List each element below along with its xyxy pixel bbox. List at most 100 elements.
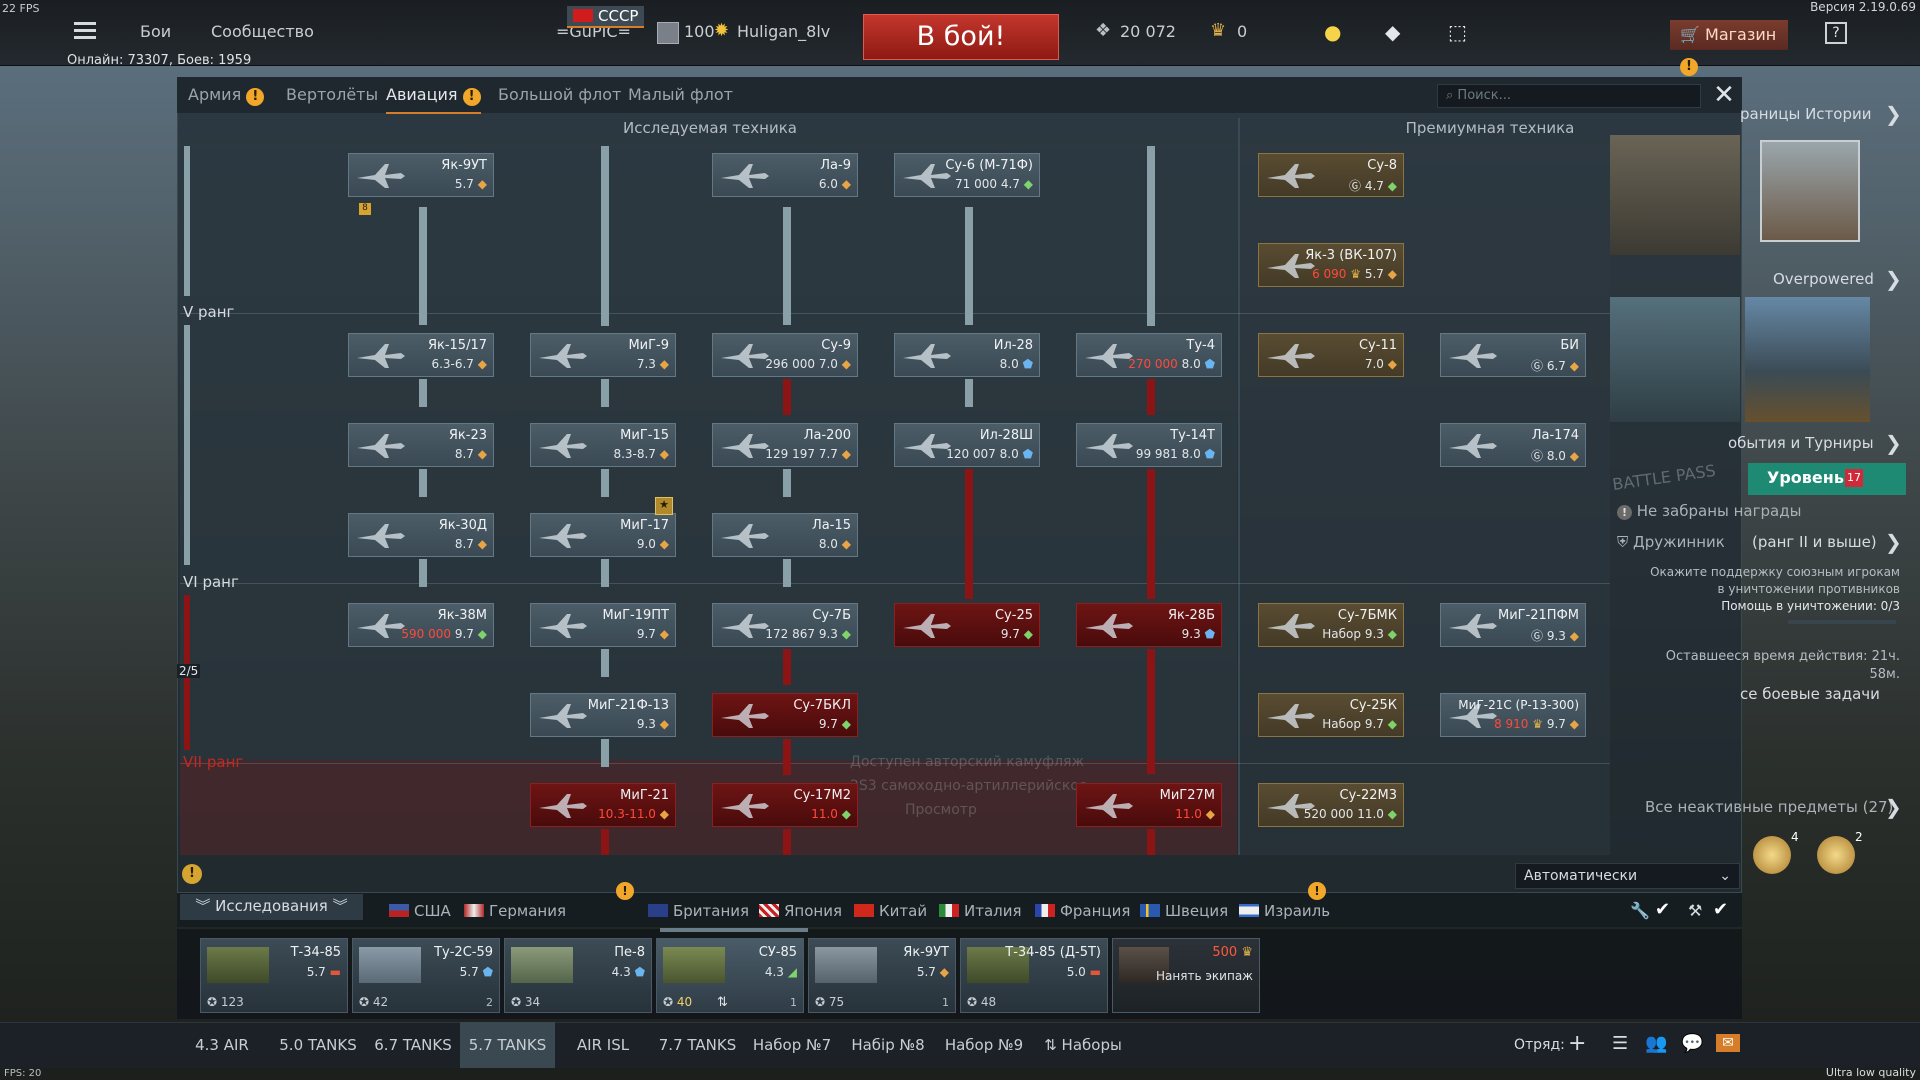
contacts-icon[interactable]: 👥	[1645, 1033, 1668, 1054]
repair-icon[interactable]: ⚒	[1688, 901, 1703, 920]
vehicle-card-il28sh[interactable]: Ил-28Ш 120 007 8.0 ⬟	[894, 423, 1040, 467]
community-menu[interactable]: Сообщество	[211, 22, 314, 41]
history-pages-link[interactable]: раницы Истории	[1740, 105, 1872, 123]
auto-select-dropdown[interactable]: Автоматически ⌄	[1515, 863, 1740, 889]
avatar[interactable]	[657, 22, 679, 44]
hire-crew-slot[interactable]: 500 ♛ Нанять экипаж	[1112, 938, 1260, 1013]
inactive-items-link[interactable]: Все неактивные предметы (27)	[1645, 798, 1894, 816]
checkmark-icon[interactable]: ✔	[1713, 899, 1729, 920]
vehicle-card-mig21f13[interactable]: МиГ-21Ф-13 9.3 ◆	[530, 693, 676, 737]
vehicle-card-mig27m[interactable]: МиГ27М 11.0 ◆	[1076, 783, 1222, 827]
nation-israel[interactable]: Израиль	[1239, 902, 1330, 920]
nation-usa[interactable]: США	[389, 902, 451, 920]
vehicle-card-il28[interactable]: Ил-28 8.0 ⬟	[894, 333, 1040, 377]
nation-italy[interactable]: Италия	[939, 902, 1022, 920]
research-toggle[interactable]: ︾ Исследования ︾	[180, 894, 363, 920]
ticket-icon[interactable]: ⬚	[1448, 20, 1467, 44]
preset-1[interactable]: 4.3 AIR	[195, 1036, 249, 1054]
nation-britain[interactable]: Британия	[648, 902, 749, 920]
vehicle-card-bi[interactable]: БИ Ⓖ 6.7 ◆	[1440, 333, 1586, 377]
vehicle-card-su22m3[interactable]: Су-22М3 520 000 11.0 ◆	[1258, 783, 1404, 827]
preset-6[interactable]: 7.7 TANKS	[658, 1036, 737, 1054]
nation-ussr[interactable]: СССР	[567, 6, 645, 28]
nation-france[interactable]: Франция	[1035, 902, 1130, 920]
tab-small-fleet[interactable]: Малый флот	[628, 85, 733, 104]
vehicle-card-yak15[interactable]: Як-15/17 6.3-6.7 ◆	[348, 333, 494, 377]
medal-item-icon[interactable]	[1753, 836, 1791, 874]
unclaimed-rewards[interactable]: ! Не забраны награды	[1617, 502, 1801, 520]
nation-china[interactable]: Китай	[854, 902, 927, 920]
close-button[interactable]: ✕	[1713, 80, 1735, 110]
crew-slot-2[interactable]: Ту-2С-59 5.7 ⬟ ✪ 42 2	[352, 938, 500, 1013]
camo-view-link[interactable]: Просмотр	[905, 802, 977, 818]
vehicle-card-mig21[interactable]: МиГ-21 10.3-11.0 ◆	[530, 783, 676, 827]
chat-icon[interactable]: 💬	[1681, 1033, 1704, 1054]
nation-sweden[interactable]: Швеция	[1140, 902, 1228, 920]
vehicle-card-yak23[interactable]: Як-23 8.7 ◆	[348, 423, 494, 467]
vehicle-card-yak30d[interactable]: Як-30Д 8.7 ◆	[348, 513, 494, 557]
crew-slot-4[interactable]: СУ-85 4.3 ◢ ✪ 40 ⇅ 1	[656, 938, 804, 1013]
vehicle-card-su9[interactable]: Су-9 296 000 7.0 ◆	[712, 333, 858, 377]
vehicle-card-mig9[interactable]: МиГ-9 7.3 ◆	[530, 333, 676, 377]
vehicle-card-la9[interactable]: Ла-9 6.0 ◆	[712, 153, 858, 197]
preset-9[interactable]: Набор №9	[944, 1036, 1024, 1054]
golden-eagles-value[interactable]: 0	[1237, 22, 1248, 41]
hamburger-icon[interactable]	[74, 22, 96, 40]
vehicle-card-su7bkl[interactable]: Су-7БКЛ 9.7 ◆	[712, 693, 858, 737]
vehicle-card-su7b[interactable]: Су-7Б 172 867 9.3 ◆	[712, 603, 858, 647]
nation-germany[interactable]: Германия	[464, 902, 566, 920]
vehicle-card-la15[interactable]: Ла-15 8.0 ◆	[712, 513, 858, 557]
overpowered-link[interactable]: Overpowered	[1773, 270, 1874, 288]
vehicle-card-tu4[interactable]: Ту-4 270 000 8.0 ⬟	[1076, 333, 1222, 377]
crew-slot-6[interactable]: Т-34-85 (Д-5Т) 5.0 ▬ ✪ 48	[960, 938, 1108, 1013]
vehicle-card-yak3vk[interactable]: Як-3 (ВК-107) 6 090 ♛ 5.7 ◆	[1258, 243, 1404, 287]
nation-japan[interactable]: Япония	[759, 902, 842, 920]
presets-menu[interactable]: ⇅ Наборы	[1038, 1022, 1128, 1068]
vehicle-card-su7bmk[interactable]: Су-7БМК Набор 9.3 ◆	[1258, 603, 1404, 647]
crew-slot-5[interactable]: Як-9УТ 5.7 ◆ ✪ 75 1	[808, 938, 956, 1013]
vehicle-card-yak38m[interactable]: Як-38М 590 000 9.7 ◆	[348, 603, 494, 647]
silver-lions-value[interactable]: 20 072	[1120, 22, 1176, 41]
vehicle-card-su17m2[interactable]: Су-17М2 11.0 ◆	[712, 783, 858, 827]
player-nickname[interactable]: Huligan_8lv	[737, 22, 831, 41]
vehicle-card-mig21pfm[interactable]: МиГ-21ПФМ Ⓖ 9.3 ◆	[1440, 603, 1586, 647]
vehicle-card-mig21s[interactable]: МиГ-21С (Р-13-300) 8 910 ♛ 9.7 ◆	[1440, 693, 1586, 737]
chevron-right-icon[interactable]: ❯	[1885, 795, 1902, 819]
help-button[interactable]: ?	[1825, 22, 1847, 44]
history-image[interactable]	[1610, 135, 1740, 255]
chevron-right-icon[interactable]: ❯	[1885, 267, 1902, 291]
diamond-icon[interactable]: ◆	[1385, 20, 1401, 44]
medal-item-icon[interactable]	[1817, 836, 1855, 874]
events-link[interactable]: обытия и Турниры	[1728, 434, 1874, 452]
vehicle-card-mig15[interactable]: МиГ-15 8.3-8.7 ◆	[530, 423, 676, 467]
preset-3[interactable]: 6.7 TANKS	[374, 1036, 452, 1054]
vehicle-card-su25k[interactable]: Су-25К Набор 9.7 ◆	[1258, 693, 1404, 737]
vehicle-card-tu14t[interactable]: Ту-14Т 99 981 8.0 ⬟	[1076, 423, 1222, 467]
chevron-right-icon[interactable]: ❯	[1885, 530, 1902, 554]
lightbulb-icon[interactable]: ●	[1324, 20, 1342, 44]
crew-slot-3[interactable]: Пе-8 4.3 ⬟ ✪ 34	[504, 938, 652, 1013]
shop-button[interactable]: 🛒 Магазин !	[1670, 20, 1788, 76]
preset-7[interactable]: Набор №7	[752, 1036, 832, 1054]
vehicle-card-yak28b[interactable]: Як-28Б 9.3 ⬟	[1076, 603, 1222, 647]
vehicle-card-la200[interactable]: Ла-200 129 197 7.7 ◆	[712, 423, 858, 467]
vehicle-card-su8[interactable]: Су-8 Ⓖ 4.7 ◆	[1258, 153, 1404, 197]
search-input[interactable]: ⌕ Поиск...	[1437, 84, 1701, 108]
tab-aviation[interactable]: Авиация !	[386, 85, 481, 114]
list-icon[interactable]: ☰	[1612, 1033, 1629, 1054]
vehicle-card-yak9ut[interactable]: Як-9УТ 5.7 ◆	[348, 153, 494, 197]
checkmark-icon[interactable]: ✔	[1655, 899, 1671, 920]
all-battle-tasks-link[interactable]: се боевые задачи	[1740, 685, 1880, 703]
add-squad-icon[interactable]: +	[1568, 1031, 1587, 1056]
preset-8[interactable]: Набір №8	[851, 1036, 925, 1054]
task-title[interactable]: ⛨ Дружинник	[1617, 533, 1725, 551]
preset-4[interactable]: 5.7 TANKS	[460, 1022, 555, 1068]
to-battle-button[interactable]: В бой!	[863, 14, 1059, 60]
chevron-right-icon[interactable]: ❯	[1885, 431, 1902, 455]
overpowered-image[interactable]	[1610, 297, 1740, 422]
tab-army[interactable]: Армия !	[188, 85, 265, 106]
vehicle-card-mig17[interactable]: МиГ-17 9.0 ◆	[530, 513, 676, 557]
tab-large-fleet[interactable]: Большой флот	[498, 85, 622, 104]
wrench-icon[interactable]: 🔧	[1630, 901, 1650, 920]
vehicle-card-su6[interactable]: Су-6 (М-71Ф) 71 000 4.7 ◆	[894, 153, 1040, 197]
